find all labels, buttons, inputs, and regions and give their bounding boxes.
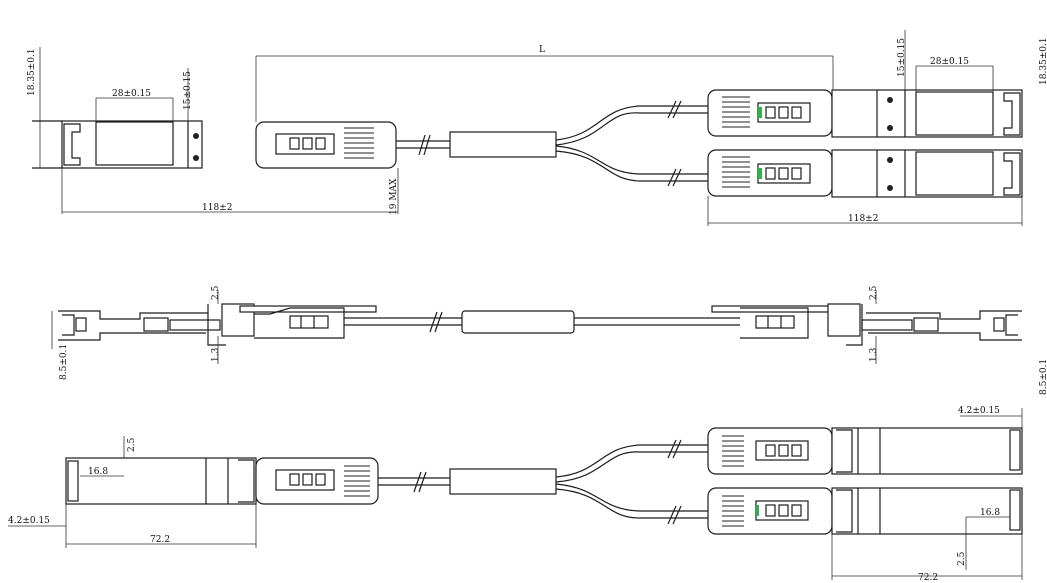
top-left-label: 2.5 [211,285,221,300]
offset-right-label: 15±0.15 [897,38,907,77]
left-module-window [95,121,174,166]
bottom-view: 2.5 16.8 4.2±0.15 72.2 4.2±0.15 [8,406,1023,583]
body-left-label: 72.2 [150,535,170,545]
side-splitter [461,310,575,334]
right-lower-module-top [707,149,1023,198]
bottom-left-label: 1.3 [211,347,221,362]
top-right-label: 2.5 [869,285,879,300]
left-plug-head [255,121,397,169]
left-latch [63,123,81,166]
left-module-top [32,120,397,169]
width-right-label: 28±0.15 [930,57,969,67]
cable-splitter [449,131,557,158]
length-right-label: 118±2 [848,214,878,224]
tab-height-right-label: 2.5 [957,551,967,566]
body-right-label: 72.2 [918,573,938,583]
width-left-label: 28±0.15 [112,89,151,99]
edge-right-label: 4.2±0.15 [958,406,1000,416]
edge-left-label: 4.2±0.15 [8,516,50,526]
thickness-right-label: 8.5±0.1 [1039,359,1047,395]
offset-left-label: 15±0.15 [183,71,193,110]
screw-hole [193,155,199,161]
plug-key [275,133,335,155]
height-left-label: 18.35±0.1 [27,48,37,96]
screw-hole [193,133,199,139]
length-left-label: 118±2 [202,203,232,213]
thickness-left-label: 8.5±0.1 [59,344,69,380]
left-module-bottom [65,457,257,505]
length-label: L [539,45,545,55]
left-module-body [61,120,203,169]
left-hatch [344,127,374,159]
max-height-label: 19 MAX [389,178,399,215]
tab-width-left-label: 16.8 [88,467,108,477]
right-upper-module-top [707,89,1023,138]
tab-height-left-label: 2.5 [127,437,137,452]
side-view: 8.5±0.1 2.5 1.3 2.5 [51,285,1047,395]
top-view: L 18.35±0.1 28±0.15 [27,30,1047,226]
tab-width-right-label: 16.8 [980,508,1000,518]
bottom-right-label: 1.3 [869,347,879,362]
height-right-label: 18.35±0.1 [1039,37,1047,85]
